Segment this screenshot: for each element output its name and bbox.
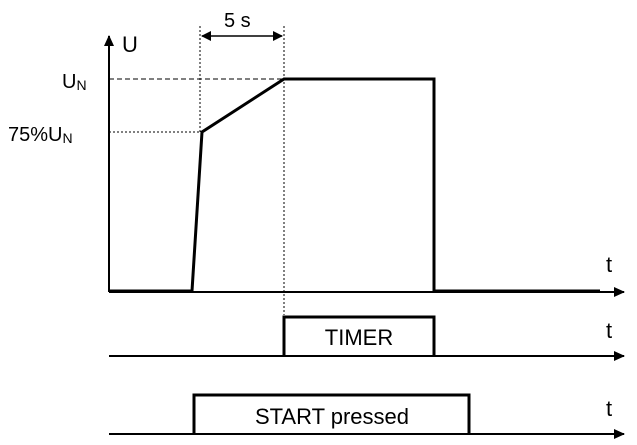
start-t-label: t	[606, 396, 612, 421]
p75-level-label: 75%UN	[8, 124, 73, 146]
u-axis-label: U	[122, 32, 138, 57]
timer-label: TIMER	[325, 325, 393, 350]
t-axis-main-label: t	[606, 252, 612, 277]
timer-t-label: t	[606, 318, 612, 343]
un-level-label: UN	[62, 71, 87, 93]
duration-label: 5 s	[224, 10, 251, 32]
start-label: START pressed	[255, 404, 409, 429]
start-pulse	[192, 393, 471, 434]
voltage-waveform	[109, 77, 600, 293]
timer-pulse	[282, 315, 436, 356]
